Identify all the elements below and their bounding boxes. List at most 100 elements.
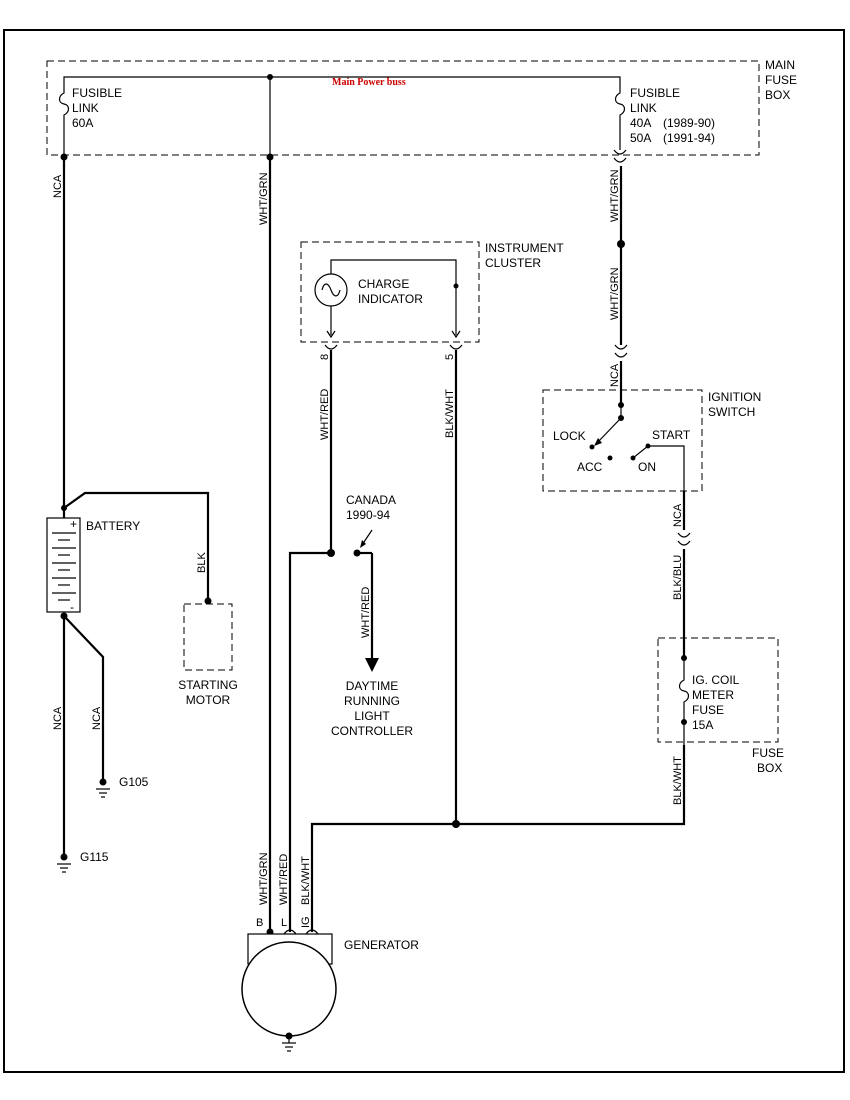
main-fuse-box-label-3: BOX — [765, 88, 790, 102]
fusible-link-40-l4a: 50A — [630, 131, 651, 145]
gen-terminal-ig: IG — [300, 916, 312, 928]
pin-8-arrow-icon — [326, 330, 336, 339]
switch-lock-label: LOCK — [553, 429, 586, 443]
fusible-link-40-l4b: (1991-94) — [663, 131, 715, 145]
wire-label-wht-grn-1: WHT/GRN — [258, 172, 270, 225]
ground-g115-label: G115 — [80, 850, 109, 864]
charge-indicator-l1: CHARGE — [358, 277, 409, 291]
fusible-link-40-l3b: (1989-90) — [663, 116, 715, 130]
switch-on-start-link — [632, 445, 685, 500]
generator-ground-icon — [282, 1032, 296, 1052]
battery-plus-label: + — [70, 517, 77, 531]
wire-label-wht-grn-gen: WHT/GRN — [258, 852, 270, 905]
bulb-filament-icon — [321, 283, 341, 297]
ground-g115-icon — [57, 853, 71, 873]
drl-l4: CONTROLLER — [331, 724, 413, 738]
pin-8-label: 8 — [319, 354, 331, 360]
wire-wht-red-generator-l — [288, 551, 331, 932]
fusible-link-40-l3a: 40A — [630, 116, 651, 130]
pin-5-label: 5 — [444, 354, 456, 360]
battery-icon — [46, 517, 81, 613]
starter-terminal-dot — [204, 597, 212, 605]
generator-body-icon — [241, 941, 337, 1037]
main-power-bus — [63, 76, 621, 87]
fusible-link-40-l1: FUSIBLE — [630, 86, 680, 100]
switch-lock-contact — [589, 444, 595, 450]
generator-label: GENERATOR — [344, 938, 419, 952]
ignition-switch-outline — [542, 389, 703, 492]
main-power-buss-label: Main Power buss — [332, 77, 406, 88]
wire-label-wht-red-gen: WHT/RED — [278, 854, 290, 905]
wire-blk-starter — [63, 491, 210, 600]
canada-arrowhead-icon — [360, 540, 366, 548]
wire-label-wht-grn-3: WHT/GRN — [609, 267, 621, 320]
wire-label-blk-blu: BLK/BLU — [672, 555, 684, 600]
wire-nca-ground-g105 — [63, 615, 105, 782]
drl-l2: RUNNING — [344, 694, 400, 708]
fusible-link-60a-symbol — [58, 87, 70, 155]
switch-start-label: START — [652, 428, 691, 442]
wire-label-nca-ign: NCA — [609, 363, 621, 387]
ignition-switch-l2: SWITCH — [708, 405, 755, 419]
gen-ig-connector — [305, 929, 319, 935]
battery-cells-icon — [52, 532, 76, 601]
wire-label-nca-g105: NCA — [91, 706, 103, 730]
fuse-box-outline — [657, 637, 779, 743]
wire-label-blk-wht-1: BLK/WHT — [444, 389, 456, 438]
main-fuse-box-label-2: FUSE — [765, 73, 797, 87]
starting-motor-outline — [183, 603, 233, 671]
canada-l2: 1990-94 — [346, 508, 390, 522]
wire-label-wht-red-1: WHT/RED — [319, 389, 331, 440]
connector-pin-8 — [324, 344, 338, 350]
wire-label-blk: BLK — [196, 552, 208, 573]
drl-l3: LIGHT — [354, 709, 390, 723]
splice-dot-ignition-feed — [617, 240, 625, 248]
wire-label-nca-1: NCA — [52, 174, 64, 198]
drl-arrow-icon — [365, 658, 379, 672]
ig-coil-fuse-l1: IG. COIL — [692, 673, 740, 687]
instrument-cluster-l2: CLUSTER — [485, 256, 541, 270]
fusible-link-40a-symbol — [614, 87, 626, 150]
switch-acc-contact — [607, 455, 613, 461]
fuse-box-l1: FUSE — [752, 746, 784, 760]
gen-terminal-b: B — [256, 917, 263, 929]
gen-l-connector — [283, 929, 297, 935]
canada-l1: CANADA — [346, 493, 396, 507]
connector-switch-out — [677, 532, 691, 546]
pin-5-arrow-icon — [451, 330, 461, 339]
switch-arm — [596, 417, 622, 444]
instrument-cluster-l1: INSTRUMENT — [485, 241, 564, 255]
charge-indicator-l2: INDICATOR — [358, 292, 423, 306]
fuse-box-l2: BOX — [757, 761, 782, 775]
starting-motor-l2: MOTOR — [186, 693, 231, 707]
drl-l1: DAYTIME — [346, 679, 398, 693]
battery-label: BATTERY — [86, 519, 140, 533]
fusible-link-60-l1: FUSIBLE — [72, 86, 122, 100]
connector-ignition-top — [614, 344, 628, 358]
main-fuse-box-label-1: MAIN — [765, 58, 795, 72]
wire-label-blk-wht-2: BLK/WHT — [672, 756, 684, 805]
wire-label-nca-switch: NCA — [672, 503, 684, 527]
wire-blk-wht-generator-ig — [310, 745, 686, 932]
main-fuse-box-outline — [46, 60, 760, 156]
fusible-link-60-l2: LINK — [72, 101, 99, 115]
wire-label-wht-red-2: WHT/RED — [360, 587, 372, 638]
connector-fuse-box-right — [613, 149, 627, 163]
fusible-link-40-l2: LINK — [630, 101, 657, 115]
cluster-internal-wire — [330, 259, 457, 335]
gen-terminal-l: L — [281, 917, 287, 929]
wire-label-nca-g115: NCA — [52, 706, 64, 730]
starting-motor-l1: STARTING — [178, 678, 238, 692]
ig-coil-fuse-icon — [678, 658, 690, 722]
wire-label-blk-wht-gen: BLK/WHT — [300, 856, 312, 905]
switch-on-label: ON — [638, 460, 656, 474]
switch-arm-arrow-icon — [594, 438, 602, 446]
diagram-frame — [3, 29, 845, 1073]
battery-minus-label: - — [70, 600, 74, 614]
fusible-link-60-l3: 60A — [72, 116, 93, 130]
ig-coil-fuse-l3: FUSE — [692, 703, 724, 717]
cluster-junction-dot — [453, 283, 459, 289]
instrument-cluster-outline — [300, 241, 480, 343]
ignition-switch-l1: IGNITION — [708, 390, 761, 404]
